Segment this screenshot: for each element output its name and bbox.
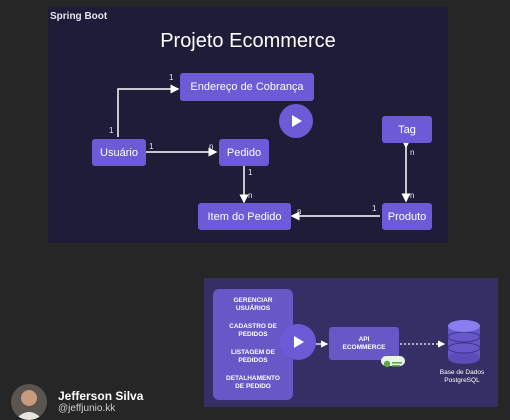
feature-cadastro-pedidos: CADASTRO DE PEDIDOS bbox=[229, 323, 277, 338]
play-icon bbox=[294, 336, 304, 348]
mult-label: n bbox=[410, 191, 415, 200]
node-produto: Produto bbox=[382, 203, 432, 230]
spring-logo-badge bbox=[381, 356, 405, 368]
mult-label: n bbox=[248, 191, 253, 200]
slide-title: Projeto Ecommerce bbox=[160, 30, 336, 52]
play-icon bbox=[292, 115, 302, 127]
person-icon bbox=[15, 390, 43, 420]
play-button[interactable] bbox=[280, 324, 316, 360]
feature-gerenciar-usuarios: GERENCIAR USUÁRIOS bbox=[233, 297, 273, 312]
mult-label: n bbox=[209, 142, 214, 151]
avatar bbox=[11, 384, 47, 420]
node-endereco-cobranca: Endereço de Cobrança bbox=[180, 73, 314, 101]
mult-label: 1 bbox=[372, 204, 377, 213]
diagram-connectors bbox=[117, 84, 411, 221]
presenter-name: Jefferson Silva bbox=[58, 389, 144, 403]
brand-label: Spring Boot bbox=[50, 11, 108, 22]
node-tag: Tag bbox=[382, 116, 432, 143]
mult-label: 1 bbox=[109, 126, 114, 135]
mult-label: n bbox=[297, 207, 302, 216]
diagram-slide: Spring Boot Projeto Ecommerce Endereço d… bbox=[48, 6, 448, 243]
node-item-do-pedido: Item do Pedido bbox=[198, 203, 291, 230]
database-label: Base de Dados PostgreSQL bbox=[439, 369, 485, 384]
feature-listagem-pedidos: LISTAGEM DE PEDIDOS bbox=[231, 349, 275, 364]
node-pedido: Pedido bbox=[219, 139, 269, 166]
play-button[interactable] bbox=[279, 104, 313, 138]
presenter-handle: @jeffjunio.kk bbox=[58, 403, 116, 414]
mult-label: 1 bbox=[248, 168, 253, 177]
mult-label: n bbox=[410, 148, 415, 157]
mult-label: 1 bbox=[169, 73, 174, 82]
feature-detalhamento-pedido: DETALHAMENTO DE PEDIDO bbox=[226, 375, 280, 390]
edge-usuario-endereco bbox=[117, 84, 180, 137]
node-usuario: Usuário bbox=[92, 139, 146, 166]
features-panel: GERENCIAR USUÁRIOS CADASTRO DE PEDIDOS L… bbox=[213, 289, 293, 400]
spring-leaf-icon bbox=[383, 360, 402, 368]
api-ecommerce-box: API ECOMMERCE bbox=[329, 327, 399, 360]
database-icon bbox=[447, 320, 481, 364]
mult-label: 1 bbox=[149, 142, 154, 151]
architecture-slide: GERENCIAR USUÁRIOS CADASTRO DE PEDIDOS L… bbox=[204, 278, 498, 407]
